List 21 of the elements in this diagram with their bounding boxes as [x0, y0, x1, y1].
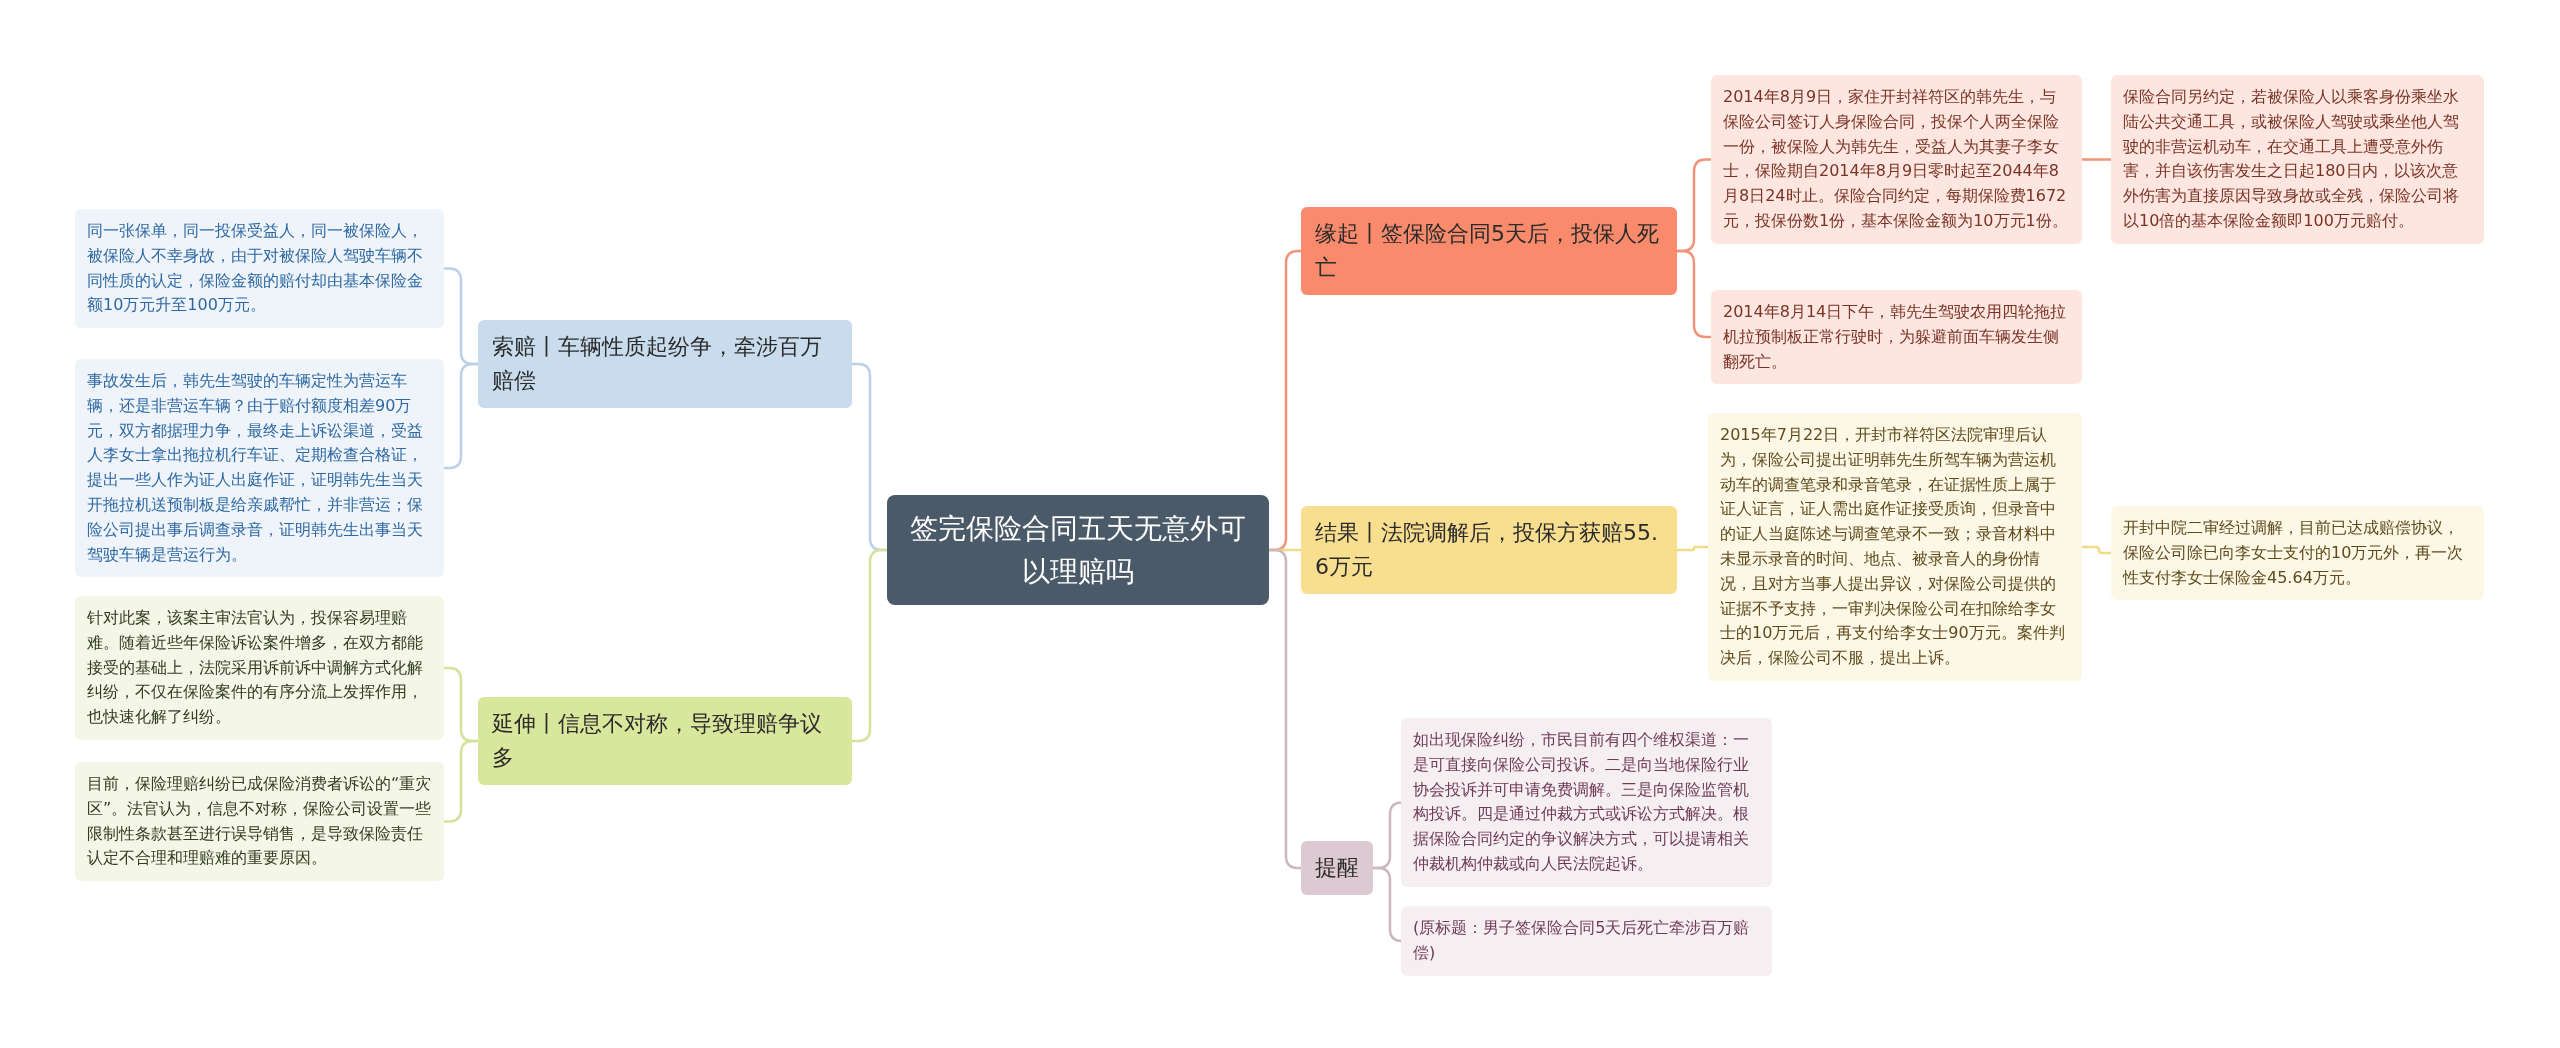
note-card: 开封中院二审经过调解，目前已达成赔偿协议，保险公司除已向李女士支付的10万元外，再一次性支付李女士保险金45.64万元。	[2111, 506, 2484, 601]
branch-topic: 延伸丨信息不对称，导致理赔争议多	[478, 697, 852, 786]
branch-topic: 结果丨法院调解后，投保方获赔55.6万元	[1301, 506, 1677, 595]
note-card: 2015年7月22日，开封市祥符区法院审理后认为，保险公司提出证明韩先生所驾车辆为营运机动车的调查笔录和录音笔录，在证据性质上属于证人证言，证人需出庭作证接受质询，但录音中的证人当庭陈述与调查笔录不一致；录音材料中未显示录音的时间、地点、被录音人的身份情况，且对方当事人提出异议，对保险公司提供的证据不予支持，一审判决保险公司在扣除给李女士的10万元后，再支付给李女士90万元。案件判决后，保险公司不服，提出上诉。	[1708, 413, 2082, 681]
connector-line	[2082, 545, 2111, 555]
connector-line	[1677, 545, 1708, 552]
note-card: 2014年8月9日，家住开封祥符区的韩先生，与保险公司签订人身保险合同，投保个人两全保险一份，被保险人为韩先生，受益人为其妻子李女士，保险期自2014年8月9日零时起至2044年8月8日24时止。保险合同约定，每期保险费1672元，投保份数1份，基本保险金额为10万元1份。	[1711, 75, 2082, 244]
note-card: (原标题：男子签保险合同5天后死亡牵涉百万赔偿)	[1401, 906, 1772, 976]
branch-topic: 提醒	[1301, 841, 1373, 896]
note-card: 针对此案，该案主审法官认为，投保容易理赔难。随着近些年保险诉讼案件增多，在双方都能接受的基础上，法院采用诉前诉中调解方式化解纠纷，不仅在保险案件的有序分流上发挥作用，也快速化解了纠纷。	[75, 596, 444, 740]
branch-topic: 缘起丨签保险合同5天后，投保人死亡	[1301, 207, 1677, 296]
note-card: 如出现保险纠纷，市民目前有四个维权渠道：一是可直接向保险公司投诉。二是向当地保险行业协会投诉并可申请免费调解。三是向保险监管机构投诉。四是通过仲裁方式或诉讼方式解决。根据保险合同约定的争议解决方式，可以提请相关仲裁机构仲裁或向人民法院起诉。	[1401, 718, 1772, 887]
note-card: 同一张保单，同一投保受益人，同一被保险人，被保险人不幸身故，由于对被保险人驾驶车辆不同性质的认定，保险金额的赔付却由基本保险金额10万元升至100万元。	[75, 209, 444, 329]
note-card: 事故发生后，韩先生驾驶的车辆定性为营运车辆，还是非营运车辆？由于赔付额度相差90万元，双方都据理力争，最终走上诉讼渠道，受益人李女士拿出拖拉机行车证、定期检查合格证，提出一些人作为证人出庭作证，证明韩先生当天开拖拉机送预制板是给亲戚帮忙，并非营运；保险公司提出事后调查录音，证明韩先生出事当天驾驶车辆是营运行为。	[75, 359, 444, 578]
central-topic: 签完保险合同五天无意外可以理赔吗	[887, 495, 1269, 605]
note-card: 保险合同另约定，若被保险人以乘客身份乘坐水陆公共交通工具，或被保险人驾驶或乘坐他人驾驶的非营运机动车，在交通工具上遭受意外伤害，并自该伤害发生之日起180日内，以该次意外伤害为直接原因导致身故或全残，保险公司将以10倍的基本保险金额即100万元赔付。	[2111, 75, 2484, 244]
branch-topic: 索赔丨车辆性质起纷争，牵涉百万赔偿	[478, 320, 852, 409]
note-card: 目前，保险理赔纠纷已成保险消费者诉讼的“重灾区”。法官认为，信息不对称，保险公司设置一些限制性条款甚至进行误导销售，是导致保险责任认定不合理和理赔难的重要原因。	[75, 762, 444, 882]
connector-line	[1269, 548, 1301, 870]
note-card: 2014年8月14日下午，韩先生驾驶农用四轮拖拉机拉预制板正常行驶时，为躲避前面车辆发生侧翻死亡。	[1711, 290, 2082, 385]
connector-line	[2082, 158, 2111, 161]
